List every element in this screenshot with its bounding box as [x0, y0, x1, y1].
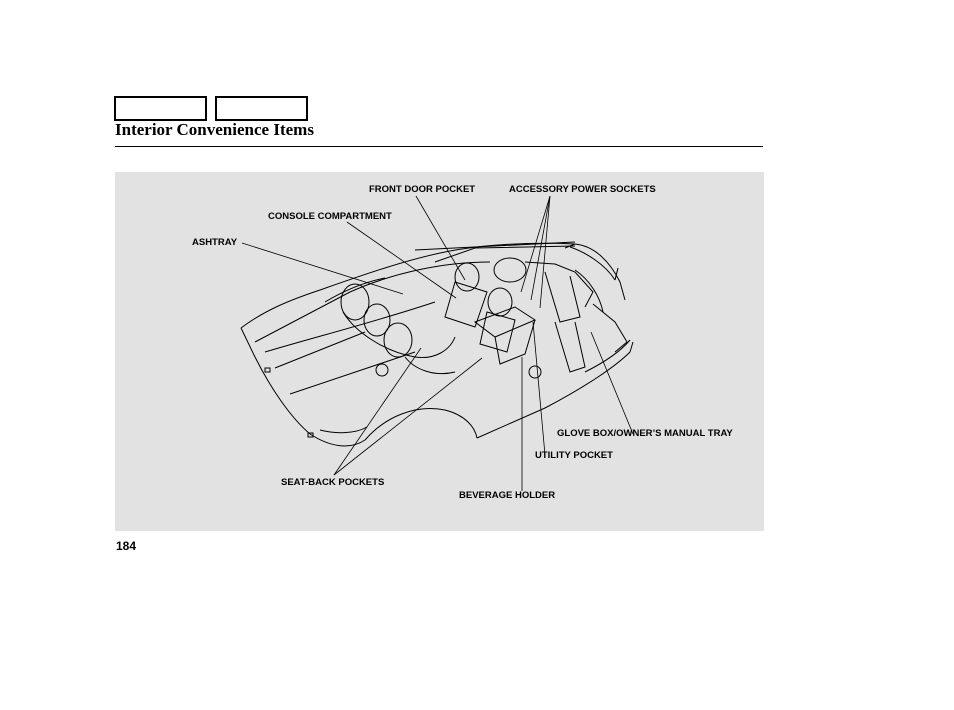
nav-tab-box-1[interactable] — [114, 96, 207, 121]
callout-console-compartment: CONSOLE COMPARTMENT — [268, 211, 392, 222]
nav-tab-box-2[interactable] — [215, 96, 308, 121]
page-title: Interior Convenience Items — [115, 120, 314, 139]
car-outline — [240, 241, 634, 447]
title-rule — [115, 146, 763, 147]
callout-seat-back-pockets: SEAT-BACK POCKETS — [281, 477, 385, 488]
callout-accessory-power-sockets: ACCESSORY POWER SOCKETS — [509, 184, 656, 195]
page-number: 184 — [116, 539, 137, 553]
callout-beverage-holder: BEVERAGE HOLDER — [459, 490, 556, 501]
callout-glove-box: GLOVE BOX/OWNER’S MANUAL TRAY — [557, 428, 733, 439]
callout-ashtray: ASHTRAY — [192, 237, 238, 248]
callout-utility-pocket: UTILITY POCKET — [535, 450, 613, 461]
leader-lines — [241, 195, 634, 491]
car-interior-drawing — [240, 195, 634, 491]
callout-front-door-pocket: FRONT DOOR POCKET — [369, 184, 476, 195]
interior-illustration: FRONT DOOR POCKET ACCESSORY POWER SOCKET… — [115, 172, 764, 531]
